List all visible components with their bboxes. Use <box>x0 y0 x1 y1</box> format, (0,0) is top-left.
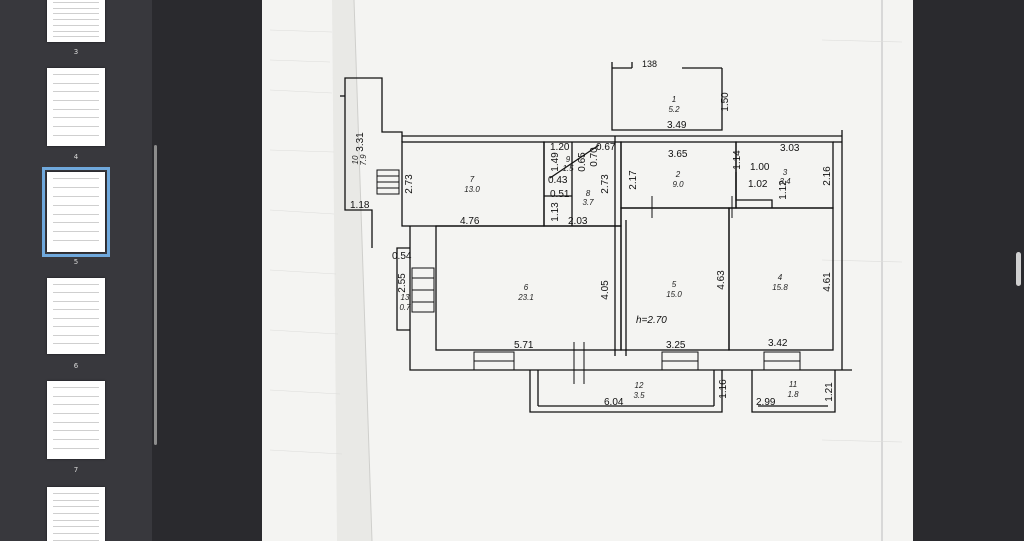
thumbnail-image[interactable] <box>47 487 105 541</box>
thumbnail-page-number: 4 <box>73 153 79 161</box>
dim-label: 4.63 <box>716 270 727 290</box>
dim-label: 3.65 <box>668 149 688 160</box>
room-7-area: 13.0 <box>464 185 480 194</box>
thumbnail-page-number: 3 <box>73 48 79 56</box>
room-1-area: 5.2 <box>668 105 680 114</box>
room-13-id: 13 <box>401 293 410 302</box>
thumbnail-image[interactable] <box>47 381 105 459</box>
dim-label: 4.76 <box>460 216 480 227</box>
page-5: 1 5.2 2 9.0 3 3.4 4 15.8 5 15.0 6 23.1 7… <box>262 0 913 541</box>
thumbnail-image[interactable] <box>47 278 105 354</box>
dim-label: 2.73 <box>600 174 611 194</box>
dim-label: 1.16 <box>718 379 729 399</box>
room-6-area: 23.1 <box>517 293 534 302</box>
dim-label: 0.51 <box>550 189 570 200</box>
room-10-id: 10 <box>351 155 360 164</box>
dim-label: 3.49 <box>667 120 687 131</box>
document-viewer[interactable]: 1 5.2 2 9.0 3 3.4 4 15.8 5 15.0 6 23.1 7… <box>160 0 1024 541</box>
dim-label: 138 <box>642 59 657 69</box>
dim-label: 1.00 <box>750 162 770 173</box>
sidebar-scrollbar-track[interactable] <box>152 0 160 541</box>
room-9-area: 1.5 <box>562 164 574 173</box>
dim-label: 0.54 <box>392 251 412 262</box>
plan-walls <box>340 62 852 413</box>
dim-label: 1.49 <box>550 152 561 172</box>
sidebar-scrollbar-thumb[interactable] <box>154 145 157 445</box>
floor-plan: 1 5.2 2 9.0 3 3.4 4 15.8 5 15.0 6 23.1 7… <box>340 59 852 413</box>
dim-label: 0.67 <box>596 142 616 153</box>
dim-label: 4.61 <box>822 272 833 292</box>
room-13-area: 0.7 <box>399 303 411 312</box>
room-9-id: 9 <box>566 155 571 164</box>
thumbnail-page-number: 6 <box>73 362 79 370</box>
dim-label: 1.20 <box>550 142 570 153</box>
room-2-id: 2 <box>675 170 681 179</box>
dim-label: 3.25 <box>666 340 686 351</box>
dim-label: 2.55 <box>397 273 408 293</box>
dim-label: 2.16 <box>822 166 833 186</box>
thumbnail-image[interactable] <box>47 68 105 146</box>
dim-label: 1.14 <box>732 150 743 170</box>
thumbnail-image[interactable] <box>47 0 105 42</box>
dim-label: 1.13 <box>550 202 561 222</box>
dim-label: 1.02 <box>748 179 768 190</box>
room-6-id: 6 <box>524 283 529 292</box>
dim-label: 2.73 <box>404 174 415 194</box>
dim-label: 2.03 <box>568 216 588 227</box>
thumbnail-image[interactable] <box>42 167 110 257</box>
dim-label: 0.43 <box>548 175 568 186</box>
paper-background <box>262 0 913 541</box>
room-labels: 1 5.2 2 9.0 3 3.4 4 15.8 5 15.0 6 23.1 7… <box>351 95 799 400</box>
thumbnail-sidebar: 3 4 5 6 7 <box>0 0 152 541</box>
dimension-labels: 138 1.50 3.49 3.31 1.20 0.67 1.49 0.65 0… <box>350 59 835 408</box>
dim-label: 5.71 <box>514 340 534 351</box>
dim-label: 2.17 <box>628 170 639 190</box>
dim-label: 1.18 <box>350 200 370 211</box>
dim-label: 1.12 <box>778 180 789 200</box>
room-5-id: 5 <box>672 280 677 289</box>
room-7-id: 7 <box>470 175 475 184</box>
dim-label: 2.99 <box>756 397 776 408</box>
room-2-area: 9.0 <box>672 180 684 189</box>
thumbnail-page-number: 7 <box>73 466 79 474</box>
room-4-area: 15.8 <box>772 283 788 292</box>
dim-label: 3.31 <box>355 132 366 152</box>
dim-label: 1.21 <box>824 382 835 402</box>
ceiling-height-label: h=2.70 <box>636 315 667 326</box>
room-5-area: 15.0 <box>666 290 682 299</box>
room-8-id: 8 <box>586 189 591 198</box>
dim-label: 3.03 <box>780 143 800 154</box>
room-10-area: 7.9 <box>359 154 368 166</box>
room-4-id: 4 <box>778 273 783 282</box>
plan-details <box>376 169 801 384</box>
dim-label: 0.65 <box>577 152 588 172</box>
room-1-id: 1 <box>672 95 676 104</box>
room-3-area: 3.4 <box>779 177 791 186</box>
dim-label: 1.50 <box>720 92 731 112</box>
room-11-area: 1.8 <box>787 390 799 399</box>
thumbnail-page-number: 5 <box>73 258 79 266</box>
room-3-id: 3 <box>783 168 788 177</box>
dim-label: 4.05 <box>600 280 611 300</box>
dim-label: 0.70 <box>589 147 600 167</box>
document-scrollbar-thumb[interactable] <box>1016 252 1021 286</box>
dim-label: 3.42 <box>768 338 788 349</box>
dim-label: 6.04 <box>604 397 624 408</box>
room-11-id: 11 <box>789 380 797 389</box>
room-8-area: 3.7 <box>582 198 594 207</box>
room-12-area: 3.5 <box>633 391 645 400</box>
room-12-id: 12 <box>635 381 644 390</box>
